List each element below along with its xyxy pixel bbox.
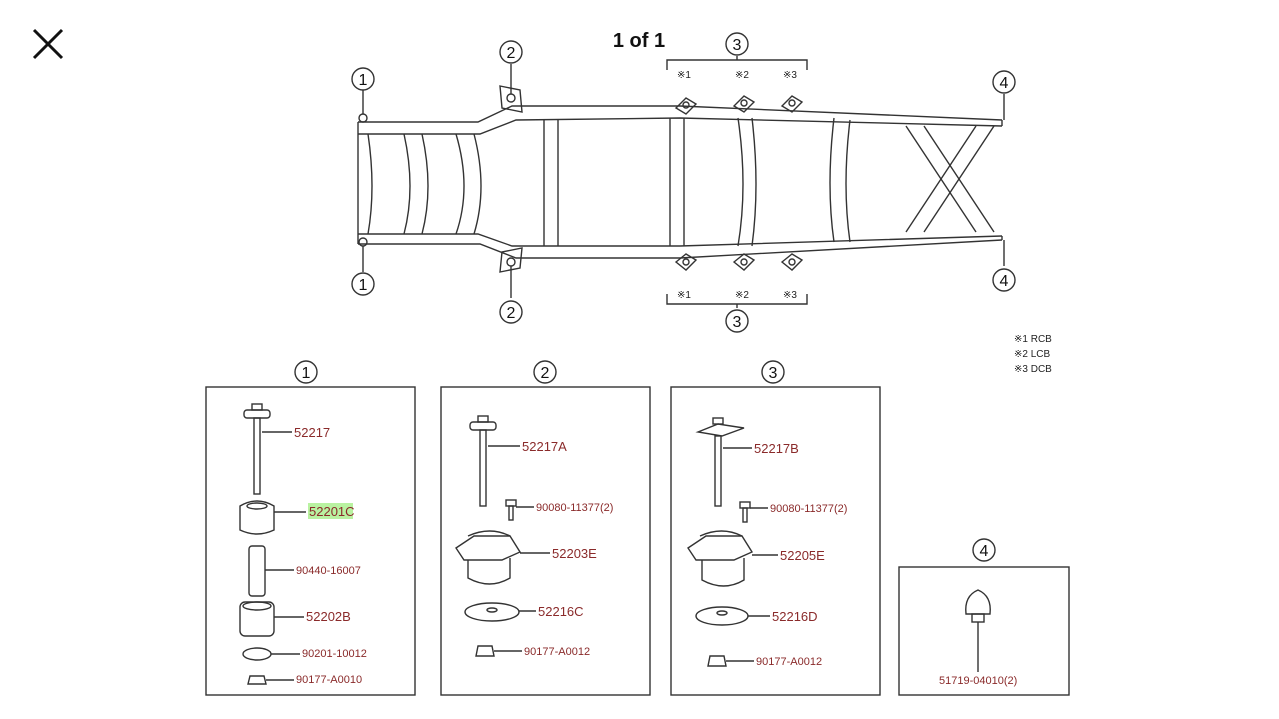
part-52205e: 52205E — [687, 530, 825, 587]
svg-text:52205E: 52205E — [780, 548, 825, 563]
part-90201-10012: 90201-10012 — [242, 647, 367, 661]
leader-lines — [362, 56, 1005, 308]
marker-3-top: ※3 — [783, 70, 797, 81]
part-90080-11377-p3: 90080-11377(2) — [739, 501, 847, 523]
callout-2-top: 2 — [499, 40, 523, 64]
svg-text:2: 2 — [507, 305, 516, 322]
svg-text:4: 4 — [980, 543, 989, 560]
svg-text:51719-04010(2): 51719-04010(2) — [939, 675, 1017, 687]
marker-2-bottom: ※2 — [735, 290, 749, 301]
svg-text:3: 3 — [733, 314, 742, 331]
part-52203e: 52203E — [455, 530, 597, 585]
panel-4: 4 51719-04010(2) — [898, 538, 1070, 696]
legend-item-dcb: ※3 DCB — [1014, 364, 1052, 375]
part-52217: 52217 — [243, 403, 330, 495]
svg-text:52216D: 52216D — [772, 609, 818, 624]
svg-text:90080-11377(2): 90080-11377(2) — [770, 503, 847, 515]
part-90080-11377-p2: 90080-11377(2) — [505, 499, 613, 521]
svg-text:90177-A0012: 90177-A0012 — [524, 646, 590, 658]
svg-text:52217B: 52217B — [754, 441, 799, 456]
callout-3-top: 3 — [725, 32, 749, 56]
panel-1: 1 52217 52201C 90440-16007 — [205, 360, 416, 696]
part-52202b: 52202B — [239, 601, 351, 637]
svg-text:90440-16007: 90440-16007 — [296, 565, 361, 577]
svg-text:4: 4 — [1000, 273, 1009, 290]
part-51719-04010: 51719-04010(2) — [939, 589, 1017, 687]
marker-1-bottom: ※1 — [677, 290, 691, 301]
legend-item-lcb: ※2 LCB — [1014, 349, 1051, 360]
chassis-frame — [357, 85, 1003, 273]
svg-text:2: 2 — [507, 45, 516, 62]
legend-item-rcb: ※1 RCB — [1014, 334, 1052, 345]
svg-text:90177-A0012: 90177-A0012 — [756, 656, 822, 668]
svg-text:1: 1 — [302, 365, 311, 382]
callout-1-top: 1 — [351, 67, 375, 91]
svg-text:1: 1 — [359, 72, 368, 89]
marker-2-top: ※2 — [735, 70, 749, 81]
close-icon — [32, 28, 64, 60]
page-counter: 1 of 1 — [612, 30, 666, 52]
svg-text:52216C: 52216C — [538, 604, 584, 619]
svg-text:3: 3 — [769, 365, 778, 382]
panel-2: 2 52217A 90080-11377(2) 52203E 52216C — [440, 360, 651, 696]
callout-1-bottom: 1 — [351, 272, 375, 296]
close-button[interactable] — [28, 24, 68, 64]
panel-3: 3 52217B 90080-11377(2) 52205E 52216D — [670, 360, 881, 696]
marker-1-top: ※1 — [677, 70, 691, 81]
svg-text:2: 2 — [541, 365, 550, 382]
legend: ※1 RCB ※2 LCB ※3 DCB — [1014, 334, 1052, 375]
svg-text:90177-A0010: 90177-A0010 — [296, 674, 362, 686]
part-52216d: 52216D — [695, 606, 818, 626]
marker-3-bottom: ※3 — [783, 290, 797, 301]
part-52216c: 52216C — [464, 602, 584, 622]
callout-2-bottom: 2 — [499, 300, 523, 324]
svg-text:3: 3 — [733, 37, 742, 54]
part-90177-a0010: 90177-A0010 — [247, 674, 362, 686]
part-90177-a0012-p2: 90177-A0012 — [475, 645, 590, 658]
callout-4-top: 4 — [992, 70, 1016, 94]
part-52201c: 52201C — [239, 500, 355, 535]
svg-text:52217: 52217 — [294, 425, 330, 440]
svg-text:52202B: 52202B — [306, 609, 351, 624]
part-52217b: 52217B — [695, 417, 799, 507]
svg-text:52203E: 52203E — [552, 546, 597, 561]
svg-text:52217A: 52217A — [522, 439, 567, 454]
highlighted-part: 52201C — [309, 504, 355, 519]
svg-text:4: 4 — [1000, 75, 1009, 92]
svg-text:90201-10012: 90201-10012 — [302, 648, 367, 660]
svg-text:90080-11377(2): 90080-11377(2) — [536, 502, 613, 514]
svg-text:1: 1 — [359, 277, 368, 294]
part-52217a: 52217A — [469, 415, 567, 507]
part-90177-a0012-p3: 90177-A0012 — [707, 655, 822, 668]
callout-4-bottom: 4 — [992, 268, 1016, 292]
part-90440-16007: 90440-16007 — [248, 545, 361, 597]
callout-3-bottom: 3 — [725, 309, 749, 333]
